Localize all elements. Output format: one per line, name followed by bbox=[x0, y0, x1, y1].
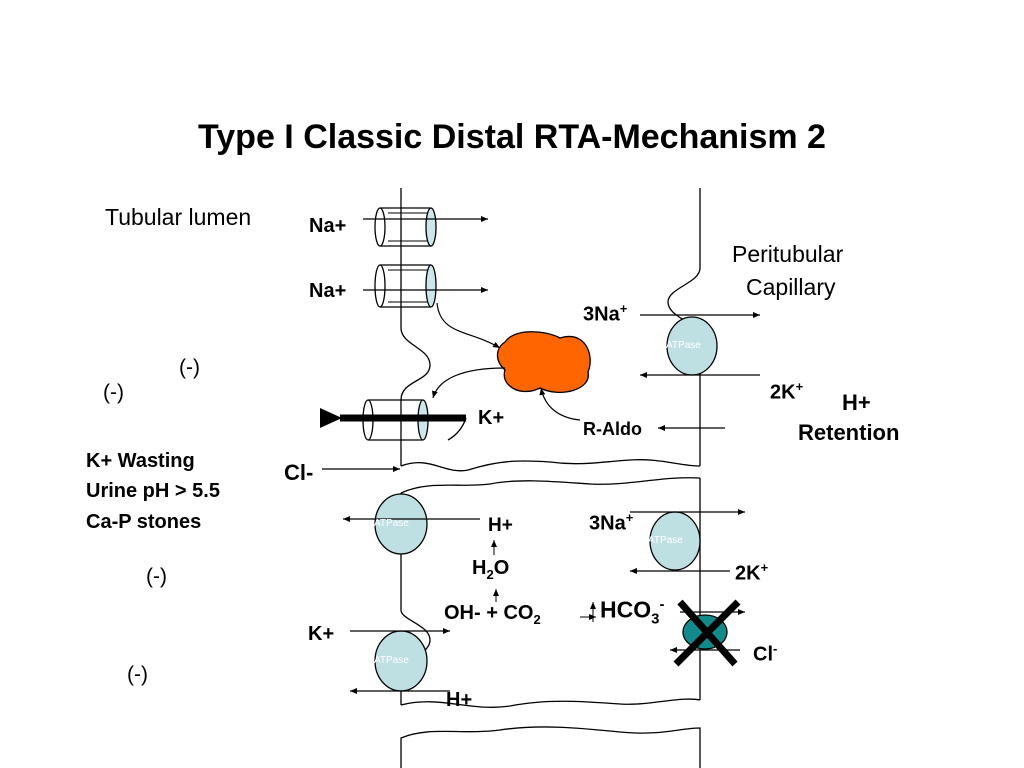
urine-ph-label: Urine pH > 5.5 bbox=[86, 480, 220, 502]
lower-cell-bottom-border bbox=[400, 698, 701, 708]
hco3-label: HCO3- bbox=[600, 596, 665, 628]
two-k-label-lower: 2K+ bbox=[735, 560, 769, 585]
na-label-1: Na+ bbox=[309, 215, 347, 237]
upper-cell-bottom-border bbox=[400, 459, 701, 472]
atpase-label-3: ATPase bbox=[374, 518, 409, 529]
na-to-aldo-arrow bbox=[436, 302, 501, 349]
k-wasting-label: K+ Wasting bbox=[86, 450, 195, 472]
three-na-label-upper: 3Na+ bbox=[583, 301, 628, 326]
capillary-label: Capillary bbox=[746, 274, 836, 300]
negative-charge-3: (-) bbox=[146, 565, 167, 588]
raldo-to-aldo-arrow bbox=[539, 387, 581, 421]
h-plus-lower-label: H+ bbox=[488, 515, 513, 536]
k-plus-label-mid: K+ bbox=[478, 407, 505, 429]
two-k-label-upper: 2K+ bbox=[770, 379, 804, 404]
h-plus-label: H+ bbox=[842, 390, 871, 415]
na-label-2: Na+ bbox=[309, 280, 347, 302]
k-curl-line bbox=[447, 417, 467, 441]
upper-cell-apical-border bbox=[400, 188, 431, 466]
na-channel-2 bbox=[374, 264, 437, 308]
ca-p-stones-label: Ca-P stones bbox=[86, 511, 202, 533]
cl-minus-label: Cl- bbox=[284, 460, 314, 485]
reaction-label: OH- + CO2 bbox=[444, 602, 541, 627]
apical-h-atpase bbox=[374, 493, 428, 555]
tubular-lumen-label: Tubular lumen bbox=[105, 204, 252, 230]
negative-charge-1: (-) bbox=[179, 356, 200, 379]
h-plus-bottom-label: H+ bbox=[446, 689, 473, 711]
na-channel-1 bbox=[374, 207, 437, 247]
block-x-line-2 bbox=[677, 599, 738, 667]
peritubular-label: Peritubular bbox=[732, 241, 844, 267]
cl-lower-label: Cl- bbox=[753, 641, 778, 666]
lower-cell-top-border bbox=[400, 477, 701, 494]
k-plus-lower-label: K+ bbox=[308, 623, 335, 645]
r-aldo-label: R-Aldo bbox=[583, 419, 642, 439]
three-na-label-lower: 3Na+ bbox=[589, 510, 634, 535]
atpase-label-2: ATPase bbox=[648, 535, 683, 546]
retention-label: Retention bbox=[798, 420, 900, 445]
aldo-to-k-channel-arrow bbox=[431, 367, 506, 399]
slide-title: Type I Classic Distal RTA-Mechanism 2 bbox=[198, 118, 826, 156]
negative-charge-2: (-) bbox=[103, 381, 124, 404]
atpase-label-4: ATPase bbox=[374, 655, 409, 666]
aldo-receptor-blob bbox=[496, 331, 591, 393]
negative-charge-4: (-) bbox=[127, 663, 148, 686]
next-cell-top-border bbox=[400, 726, 701, 768]
h2o-label: H2O bbox=[472, 557, 510, 582]
atpase-label-1: ATPase bbox=[666, 340, 701, 351]
